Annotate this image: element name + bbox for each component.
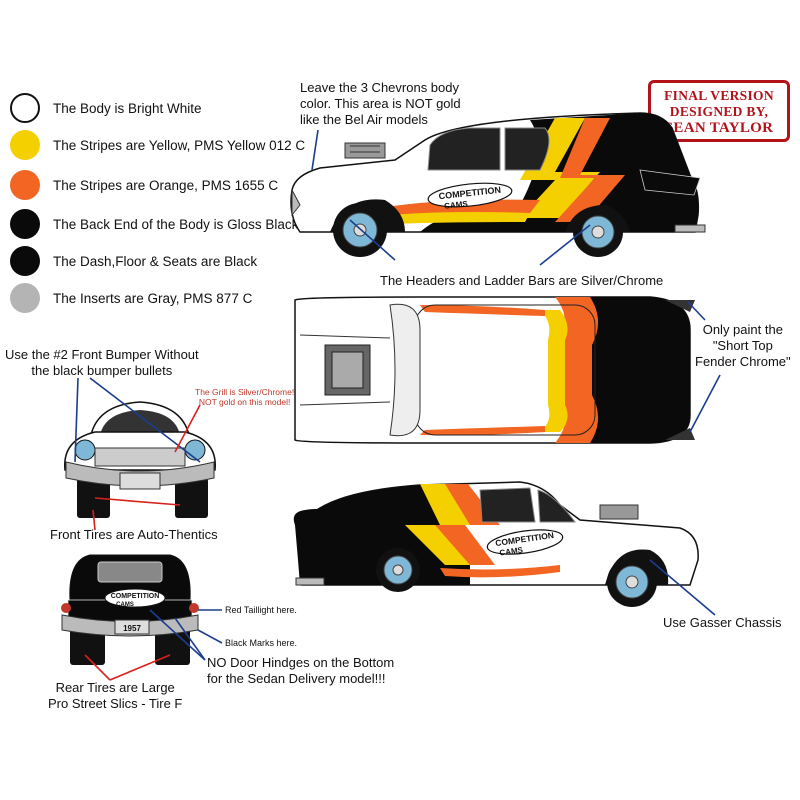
- rear-view: 1957 COMPETITION CAMS: [61, 554, 199, 665]
- legend-label: The Stripes are Orange, PMS 1655 C: [53, 177, 279, 193]
- swatch-gray: [10, 283, 40, 313]
- note-line: the black bumper bullets: [31, 363, 173, 378]
- swatch-orange: [10, 170, 40, 200]
- side-view-top: COMPETITION CAMS: [290, 112, 706, 257]
- note-line: Black Marks here.: [225, 638, 298, 648]
- top-view: [294, 296, 695, 444]
- front-view: [64, 401, 216, 518]
- note-line: Rear Tires are Large: [55, 680, 175, 695]
- legend-label: The Back End of the Body is Gloss Black: [53, 216, 299, 232]
- logo-text: CAMS: [444, 199, 469, 210]
- note-taillight: Red Taillight here.: [225, 605, 297, 616]
- note-line: Pro Street Slics - Tire F: [48, 696, 183, 711]
- license-plate: 1957: [123, 624, 141, 633]
- note-front-bumper: Use the #2 Front Bumper Without the blac…: [5, 347, 199, 379]
- stamp-line: SEAN TAYLOR: [664, 120, 774, 136]
- side-view-bottom: COMPETITION CAMS: [293, 481, 699, 607]
- stamp-line: FINAL VERSION: [664, 88, 774, 103]
- note-line: color. This area is NOT gold: [300, 96, 461, 111]
- logo-text: CAMS: [499, 545, 524, 557]
- final-version-stamp: FINAL VERSION DESIGNED BY, SEAN TAYLOR: [648, 80, 790, 142]
- legend-item-yellow-stripes: The Stripes are Yellow, PMS Yellow 012 C: [10, 130, 305, 160]
- legend-item-interior: The Dash,Floor & Seats are Black: [10, 246, 257, 276]
- note-line: The Grill is Silver/Chrome!: [195, 387, 295, 397]
- note-line: Leave the 3 Chevrons body: [300, 80, 459, 95]
- swatch-black: [10, 246, 40, 276]
- note-line: Fender Chrome": [695, 354, 791, 369]
- legend-item-body: The Body is Bright White: [10, 93, 202, 123]
- legend-label: The Body is Bright White: [53, 100, 202, 116]
- note-line: NOT gold on this model!: [198, 397, 291, 407]
- competition-cams-logo: COMPETITION CAMS: [104, 588, 166, 608]
- note-line: Use Gasser Chassis: [663, 615, 782, 630]
- note-black-marks: Black Marks here.: [225, 638, 297, 649]
- swatch-yellow: [10, 130, 40, 160]
- legend-item-inserts: The Inserts are Gray, PMS 877 C: [10, 283, 252, 313]
- logo-text: CAMS: [116, 602, 134, 608]
- note-rear-tires: Rear Tires are Large Pro Street Slics - …: [48, 680, 182, 712]
- note-gasser-chassis: Use Gasser Chassis: [663, 615, 781, 631]
- annotation-arrows: [74, 129, 721, 681]
- note-headers: The Headers and Ladder Bars are Silver/C…: [380, 273, 663, 289]
- note-line: Front Tires are Auto-Thentics: [50, 527, 218, 542]
- note-door-hinges: NO Door Hindges on the Bottom for the Se…: [207, 655, 394, 687]
- legend-item-back-end: The Back End of the Body is Gloss Black: [10, 209, 298, 239]
- competition-cams-logo: COMPETITION CAMS: [486, 529, 564, 558]
- swatch-white: [10, 93, 40, 123]
- stamp-line: DESIGNED BY,: [669, 104, 769, 119]
- legend-label: The Inserts are Gray, PMS 877 C: [53, 290, 253, 306]
- note-line: The Headers and Ladder Bars are Silver/C…: [380, 273, 664, 288]
- note-line: like the Bel Air models: [300, 112, 428, 127]
- swatch-black: [10, 209, 40, 239]
- legend-label: The Dash,Floor & Seats are Black: [53, 253, 258, 269]
- note-line: for the Sedan Delivery model!!!: [207, 671, 386, 686]
- competition-cams-logo: COMPETITION CAMS: [427, 182, 513, 211]
- note-line: Red Taillight here.: [225, 605, 297, 615]
- note-line: NO Door Hindges on the Bottom: [207, 655, 395, 670]
- note-line: "Short Top: [712, 338, 773, 353]
- logo-text: COMPETITION: [111, 593, 160, 600]
- note-fender-chrome: Only paint the "Short Top Fender Chrome": [695, 322, 791, 370]
- note-front-tires: Front Tires are Auto-Thentics: [50, 527, 218, 543]
- legend-item-orange-stripes: The Stripes are Orange, PMS 1655 C: [10, 170, 278, 200]
- legend-label: The Stripes are Yellow, PMS Yellow 012 C: [53, 137, 306, 153]
- note-chevrons: Leave the 3 Chevrons body color. This ar…: [300, 80, 461, 128]
- note-grill: The Grill is Silver/Chrome! NOT gold on …: [195, 387, 294, 407]
- note-line: Only paint the: [702, 322, 783, 337]
- note-line: Use the #2 Front Bumper Without: [5, 347, 199, 362]
